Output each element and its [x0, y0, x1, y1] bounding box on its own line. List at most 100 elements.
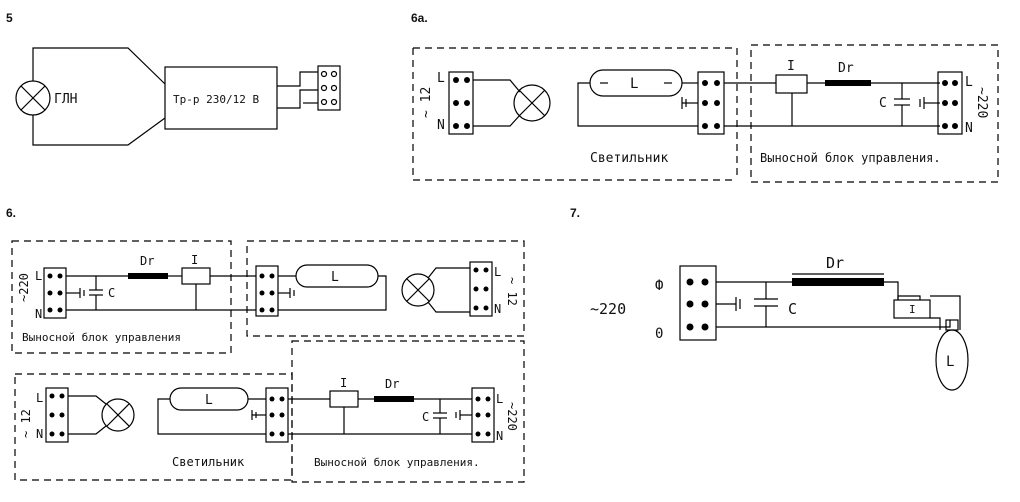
section-6-label: 6.: [6, 206, 16, 220]
lamp-label: L: [946, 354, 954, 370]
choke-label: Dr: [140, 254, 154, 268]
luminaire-caption: Светильник: [172, 455, 245, 469]
voltage-220-label: ~220: [974, 87, 989, 118]
luminaire-boundary: [412, 48, 737, 181]
lamp-label: ГЛН: [54, 92, 77, 107]
wire: [157, 398, 266, 435]
discharge-lamp-icon: [935, 319, 969, 391]
terminal-N-label: N: [965, 121, 973, 136]
terminal-block-icon: [317, 65, 341, 111]
terminal-L-label: L: [496, 392, 503, 406]
capacitor-icon: [89, 276, 103, 310]
control-unit-caption: Выносной блок управления.: [314, 456, 480, 469]
terminal-block-icon: [255, 265, 279, 317]
wire: [897, 295, 921, 300]
wire: [32, 115, 166, 146]
capacitor-label: C: [879, 96, 887, 111]
terminal-N-label: N: [437, 118, 445, 133]
neutral-label: 0: [655, 326, 663, 342]
ignitor-label: I: [909, 303, 916, 316]
terminal-block-icon: [679, 265, 717, 341]
terminal-block-icon: [43, 267, 67, 319]
ignitor-label: I: [191, 253, 198, 267]
terminal-L-label: L: [965, 75, 973, 90]
tube-label: L: [630, 76, 638, 92]
terminal-N-label: N: [494, 302, 501, 316]
terminal-N-label: N: [36, 427, 43, 441]
transformer-box: [164, 66, 278, 130]
capacitor-label: C: [422, 410, 429, 424]
wire: [278, 275, 387, 311]
ignitor-label: I: [787, 59, 795, 74]
wire: [577, 82, 698, 127]
wire: [277, 89, 318, 109]
choke-icon: [792, 278, 884, 286]
capacitor-icon: [894, 83, 910, 126]
wire: [884, 281, 899, 300]
transformer-label: Тр-р 230/12 В: [173, 93, 259, 106]
terminal-L-label: L: [36, 391, 43, 405]
terminal-block-icon: [265, 387, 289, 443]
wire: [930, 317, 941, 330]
ignitor-label: I: [340, 376, 347, 390]
wire: [427, 267, 470, 279]
section-5-label: 5: [6, 11, 13, 25]
choke-label: Dr: [385, 377, 399, 391]
diagram-7: 7. Ф ~220 0 C Dr I: [570, 206, 969, 391]
ground-icon: [455, 410, 472, 420]
wire: [68, 395, 107, 405]
section-6a-label: 6a.: [411, 11, 428, 25]
wire: [277, 71, 318, 87]
control-unit-boundary: [11, 240, 232, 354]
terminal-L-label: L: [494, 265, 501, 279]
phase-label: Ф: [655, 278, 663, 294]
wire: [473, 79, 521, 93]
ground-icon: [681, 97, 698, 109]
voltage-12-label: ~ 12: [19, 409, 33, 438]
tube-label: L: [205, 393, 213, 408]
diagram-6: 6. ~220 L N C Dr I: [6, 206, 525, 483]
ground-icon: [251, 410, 266, 420]
terminal-block-icon: [45, 387, 69, 443]
halogen-lamp-icon: [101, 398, 135, 432]
capacitor-icon: [754, 282, 778, 327]
voltage-220-label: ~220: [505, 402, 519, 431]
halogen-lamp-icon: [15, 80, 51, 116]
terminal-block-icon: [937, 71, 963, 135]
wire: [473, 114, 521, 127]
diagram-5: 5 ГЛН Тр-р 230/12 В: [6, 11, 341, 146]
capacitor-icon: [433, 399, 447, 434]
fluorescent-tube-icon: [295, 264, 379, 288]
voltage-220-label: ~220: [17, 273, 31, 302]
terminal-N-label: N: [35, 307, 42, 321]
ground-icon: [716, 297, 741, 311]
voltage-12-label: ~ 12: [419, 87, 434, 118]
diagram-6a: 6a. ~ 12 L N L: [411, 11, 999, 183]
ignitor-box: [181, 267, 211, 285]
terminal-L-label: L: [35, 269, 42, 283]
ground-icon: [919, 97, 940, 109]
terminal-block-icon: [697, 71, 725, 135]
section-7-label: 7.: [570, 206, 580, 220]
ignitor-box: [775, 74, 808, 94]
wire: [716, 320, 951, 328]
capacitor-label: C: [108, 286, 115, 300]
halogen-lamp-icon: [513, 84, 551, 122]
control-unit-caption: Выносной блок управления.: [760, 151, 941, 165]
terminal-block-icon: [469, 261, 493, 317]
luminaire-caption: Светильник: [590, 151, 668, 166]
ground-icon: [66, 288, 85, 298]
wire: [930, 295, 961, 330]
choke-icon: [825, 80, 871, 86]
luminaire-boundary: [14, 373, 293, 481]
ground-icon: [278, 288, 295, 298]
luminaire-boundary: [413, 47, 738, 180]
control-unit-boundary: [750, 44, 999, 183]
voltage-label: ~220: [590, 300, 626, 318]
ignitor-box: [893, 299, 931, 319]
terminal-N-label: N: [496, 429, 503, 443]
terminal-block-icon: [448, 71, 474, 135]
wire: [427, 301, 470, 313]
choke-label: Dr: [826, 254, 844, 272]
